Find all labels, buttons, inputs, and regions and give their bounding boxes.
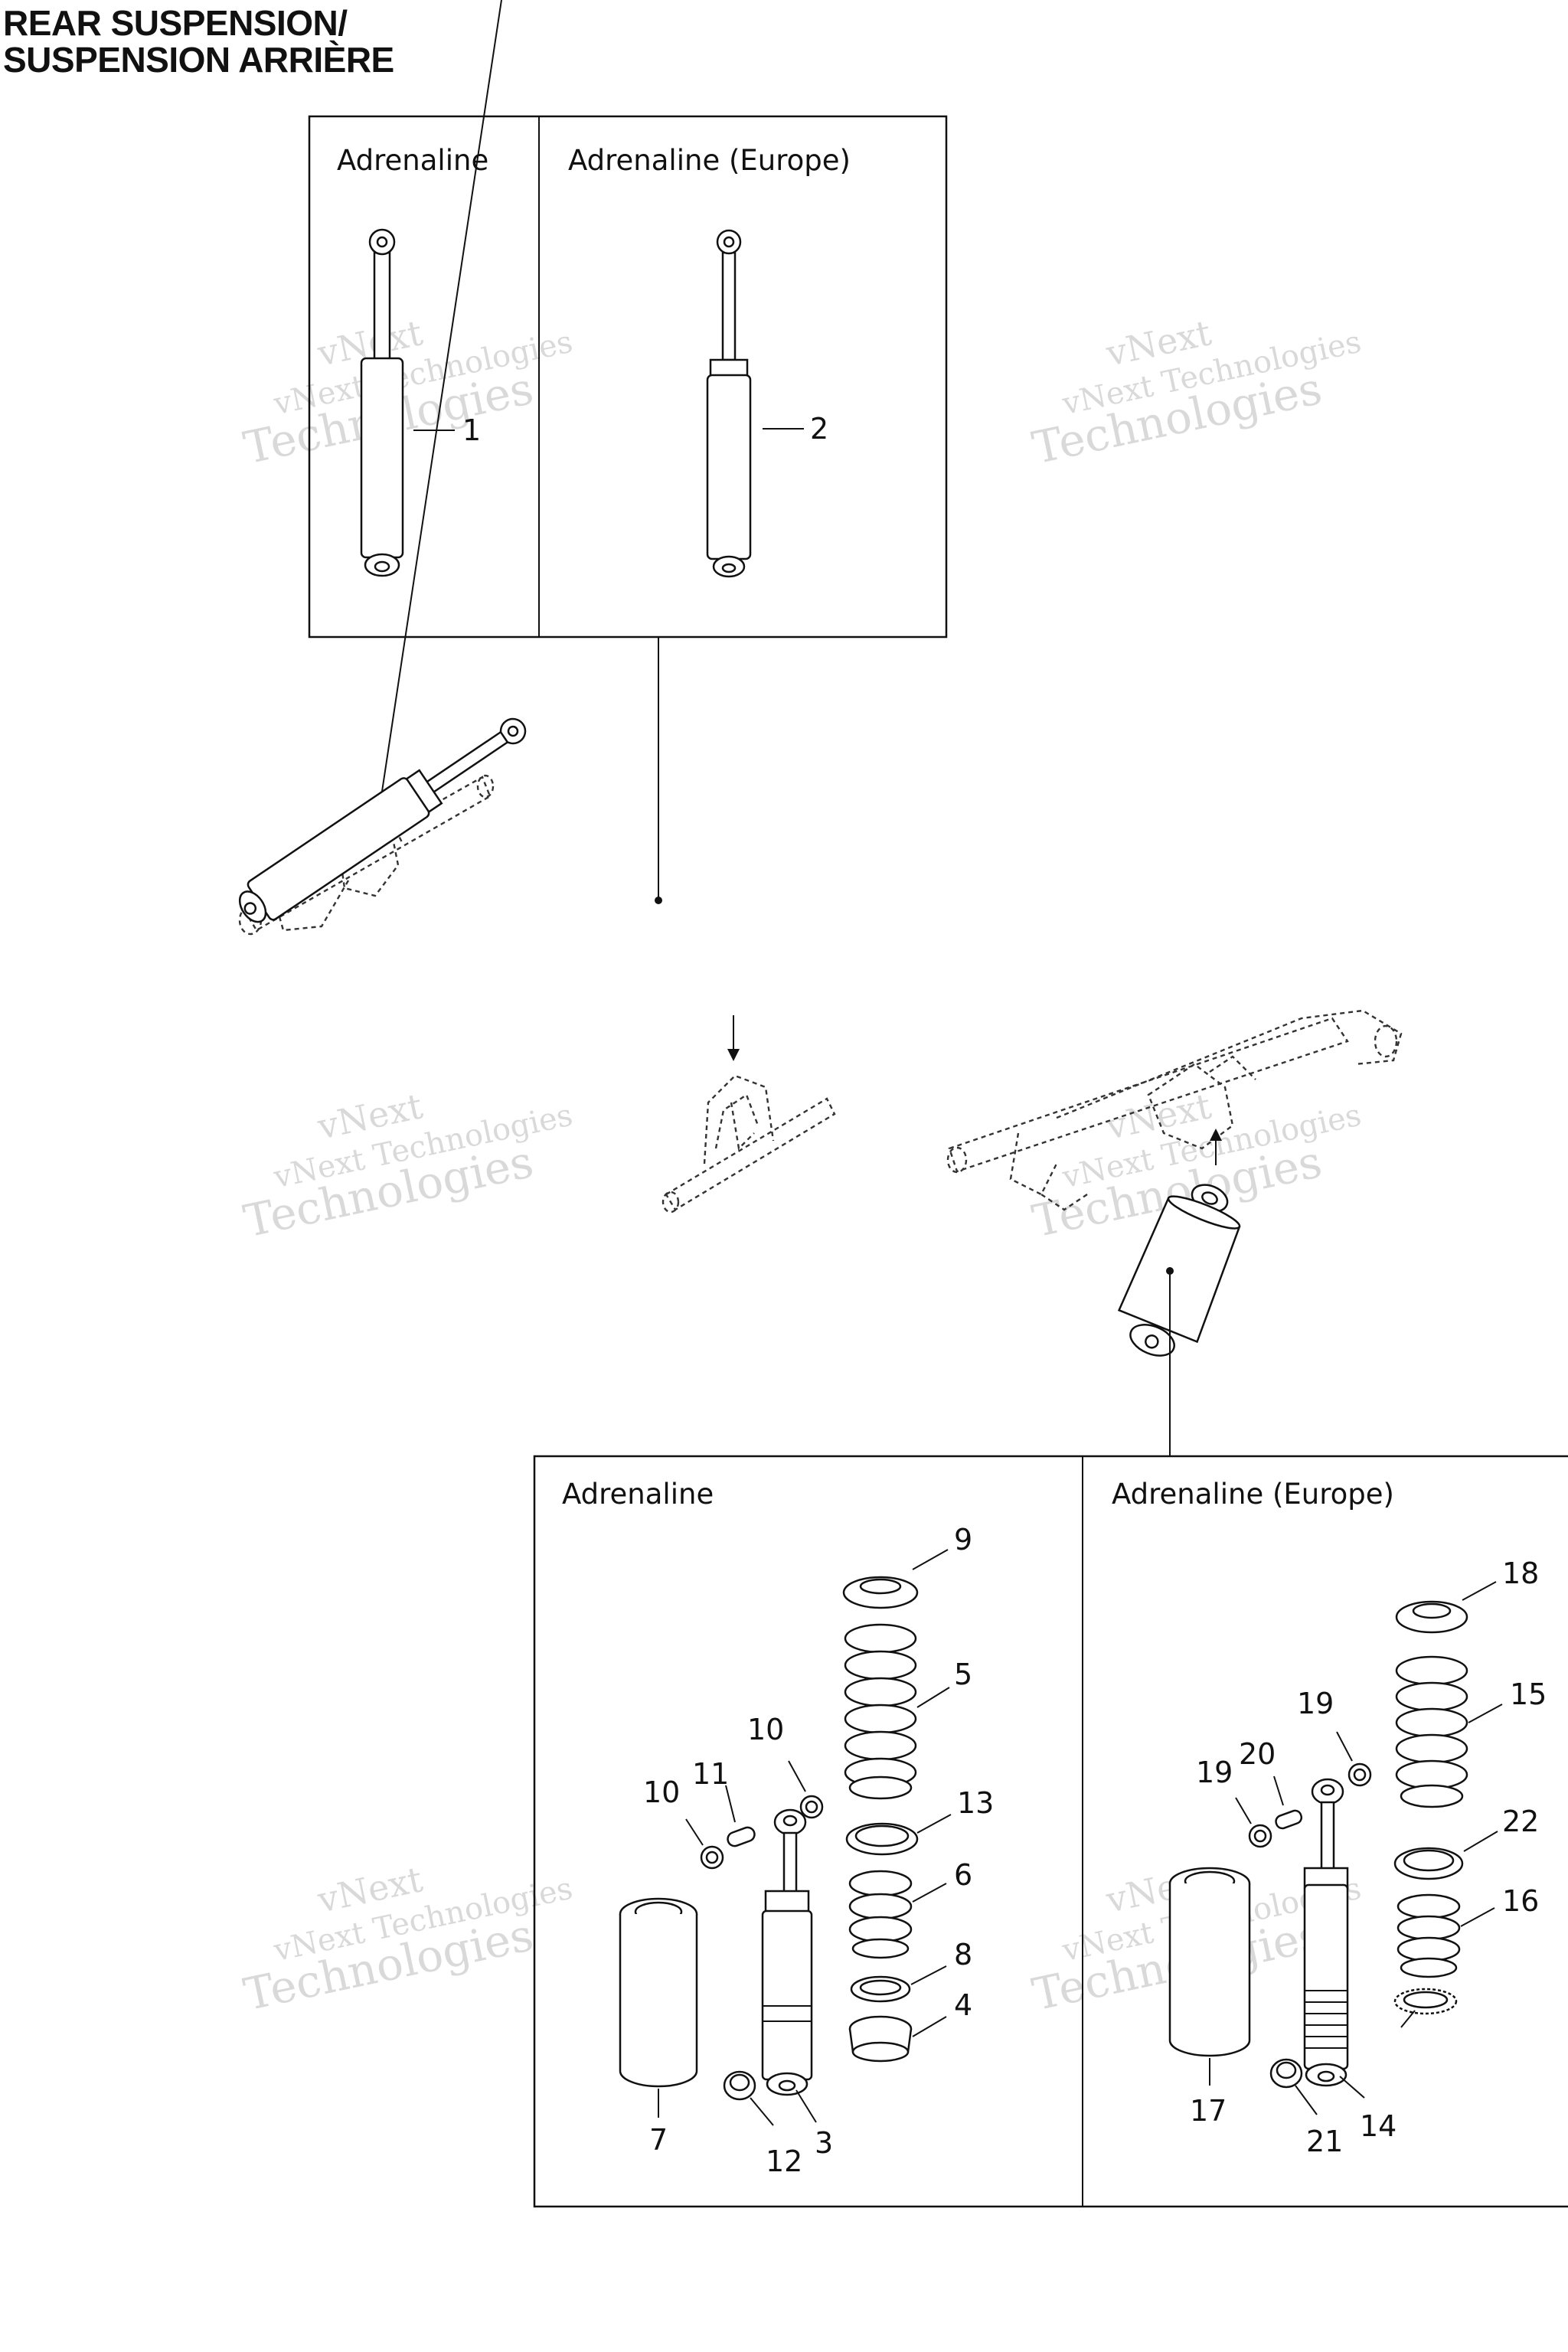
leader-line-16	[1460, 1907, 1495, 1927]
top-panel-frame	[308, 115, 948, 639]
leader-line-4	[912, 2016, 947, 2037]
callout-4: 4	[954, 1988, 972, 2022]
top-panel-label-adrenaline-europe: Adrenaline (Europe)	[568, 144, 851, 177]
part-19-bushing	[1348, 1762, 1372, 1787]
callout-17: 17	[1190, 2094, 1227, 2128]
part-21-bushing	[1269, 2058, 1303, 2089]
leader-line-11	[725, 1785, 736, 1823]
leader-line-8	[910, 1965, 947, 1985]
part-14-adjuster-ring	[1393, 1988, 1458, 2015]
callout-14: 14	[1360, 2109, 1396, 2143]
leader-line-22	[1463, 1831, 1498, 1852]
watermark-2: vNext vNext Technologies Technologies	[1027, 312, 1364, 474]
lower-mount-bracket-sketch	[662, 1074, 836, 1214]
mounted-shock-upper	[238, 717, 527, 923]
rear-frame-assembly-sketch	[946, 1009, 1403, 1211]
part-5-coil-spring	[844, 1623, 917, 1800]
watermark-5: vNext vNext Technologies Technologies	[239, 1858, 575, 2020]
leader-line-6	[912, 1883, 947, 1903]
callout-12: 12	[766, 2145, 802, 2178]
callout-7: 7	[649, 2123, 668, 2157]
connector-dot	[1166, 1267, 1174, 1275]
callout-3: 3	[815, 2126, 833, 2160]
part-17-protective-boot	[1168, 1867, 1251, 2057]
top-variant-panel: Adrenaline Adrenaline (Europe) 1 2	[308, 115, 948, 639]
leader-line-15	[1468, 1704, 1503, 1723]
callout-11: 11	[692, 1757, 729, 1791]
callout-5: 5	[954, 1658, 972, 1691]
callout-6: 6	[954, 1858, 972, 1892]
title-line-french: SUSPENSION ARRIÈRE	[3, 40, 394, 80]
callout-22: 22	[1502, 1805, 1539, 1838]
part-10-bushing-left	[700, 1845, 724, 1870]
arrow-head-icon	[1210, 1129, 1222, 1141]
bottom-panel-label-adrenaline: Adrenaline	[562, 1478, 714, 1511]
leader-line-10a	[788, 1760, 806, 1792]
part-9-spring-retainer	[842, 1576, 919, 1609]
bottom-panel-label-adrenaline-europe: Adrenaline (Europe)	[1112, 1478, 1394, 1511]
callout-1: 1	[462, 413, 481, 447]
callout-18: 18	[1502, 1557, 1539, 1590]
leader-line-9	[912, 1549, 949, 1570]
arrow-head-icon	[727, 1049, 740, 1061]
part-20-sleeve	[1275, 1809, 1303, 1830]
leader-line-10b	[685, 1818, 704, 1846]
callout-10b: 10	[643, 1775, 680, 1809]
connector-dot	[655, 897, 662, 904]
leader-line-5	[916, 1687, 950, 1708]
part-11-sleeve	[727, 1826, 756, 1847]
part-15-coil-spring	[1395, 1655, 1468, 1808]
leader-line-12	[750, 2097, 774, 2126]
watermark-3: vNext vNext Technologies Technologies	[239, 1085, 575, 1247]
leader-line-13	[916, 1814, 952, 1834]
leader-line-3	[795, 2089, 817, 2123]
callout-21: 21	[1306, 2125, 1343, 2158]
title-line-english: REAR SUSPENSION/	[3, 3, 348, 43]
page-title: REAR SUSPENSION/ SUSPENSION ARRIÈRE	[3, 5, 394, 78]
watermark-1: vNext vNext Technologies Technologies	[239, 312, 575, 474]
part-3-shock-body	[761, 1808, 813, 2096]
callout-9: 9	[954, 1523, 972, 1557]
callout-10a: 10	[747, 1713, 784, 1746]
callout-19b: 19	[1196, 1756, 1233, 1789]
callout-2: 2	[810, 412, 828, 446]
part-16-coil-spring-small	[1396, 1893, 1461, 1978]
leader-line-21	[1295, 2085, 1318, 2115]
part-18-spring-retainer	[1395, 1600, 1468, 1634]
shock-absorber-2	[706, 229, 752, 578]
callout-16: 16	[1502, 1884, 1539, 1918]
callout-20: 20	[1239, 1737, 1276, 1771]
leader-line-19a	[1336, 1731, 1353, 1762]
mounted-coilover-shock	[1117, 1184, 1241, 1357]
shock-absorber-1	[360, 228, 404, 577]
callout-19a: 19	[1297, 1687, 1334, 1720]
part-19-bushing-left	[1248, 1824, 1272, 1848]
callout-15: 15	[1510, 1677, 1547, 1711]
part-14-shock-body	[1303, 1778, 1349, 2087]
part-22-spacer	[1393, 1847, 1464, 1880]
bottom-variant-panel: Adrenaline Adrenaline (Europe) 9 5 13	[533, 1455, 1568, 2208]
bottom-panel-frame	[533, 1455, 1568, 2208]
callout-13: 13	[957, 1786, 994, 1820]
leader-line-20	[1273, 1775, 1284, 1806]
leader-line-14a	[1400, 2010, 1416, 2028]
leader-line-18	[1462, 1581, 1497, 1601]
part-12-bushing	[723, 2070, 756, 2101]
part-4-spring-adjuster	[848, 2015, 913, 2063]
part-13-spacer	[845, 1822, 919, 1856]
part-8-washer	[850, 1975, 911, 2003]
top-panel-label-adrenaline: Adrenaline	[337, 144, 488, 177]
part-6-coil-spring-small	[848, 1870, 913, 1959]
part-10-bushing	[799, 1795, 824, 1819]
callout-8: 8	[954, 1938, 972, 1971]
part-7-protective-boot	[619, 1897, 698, 2088]
leader-line-14b	[1339, 2076, 1365, 2099]
leader-line-19b	[1235, 1797, 1252, 1824]
